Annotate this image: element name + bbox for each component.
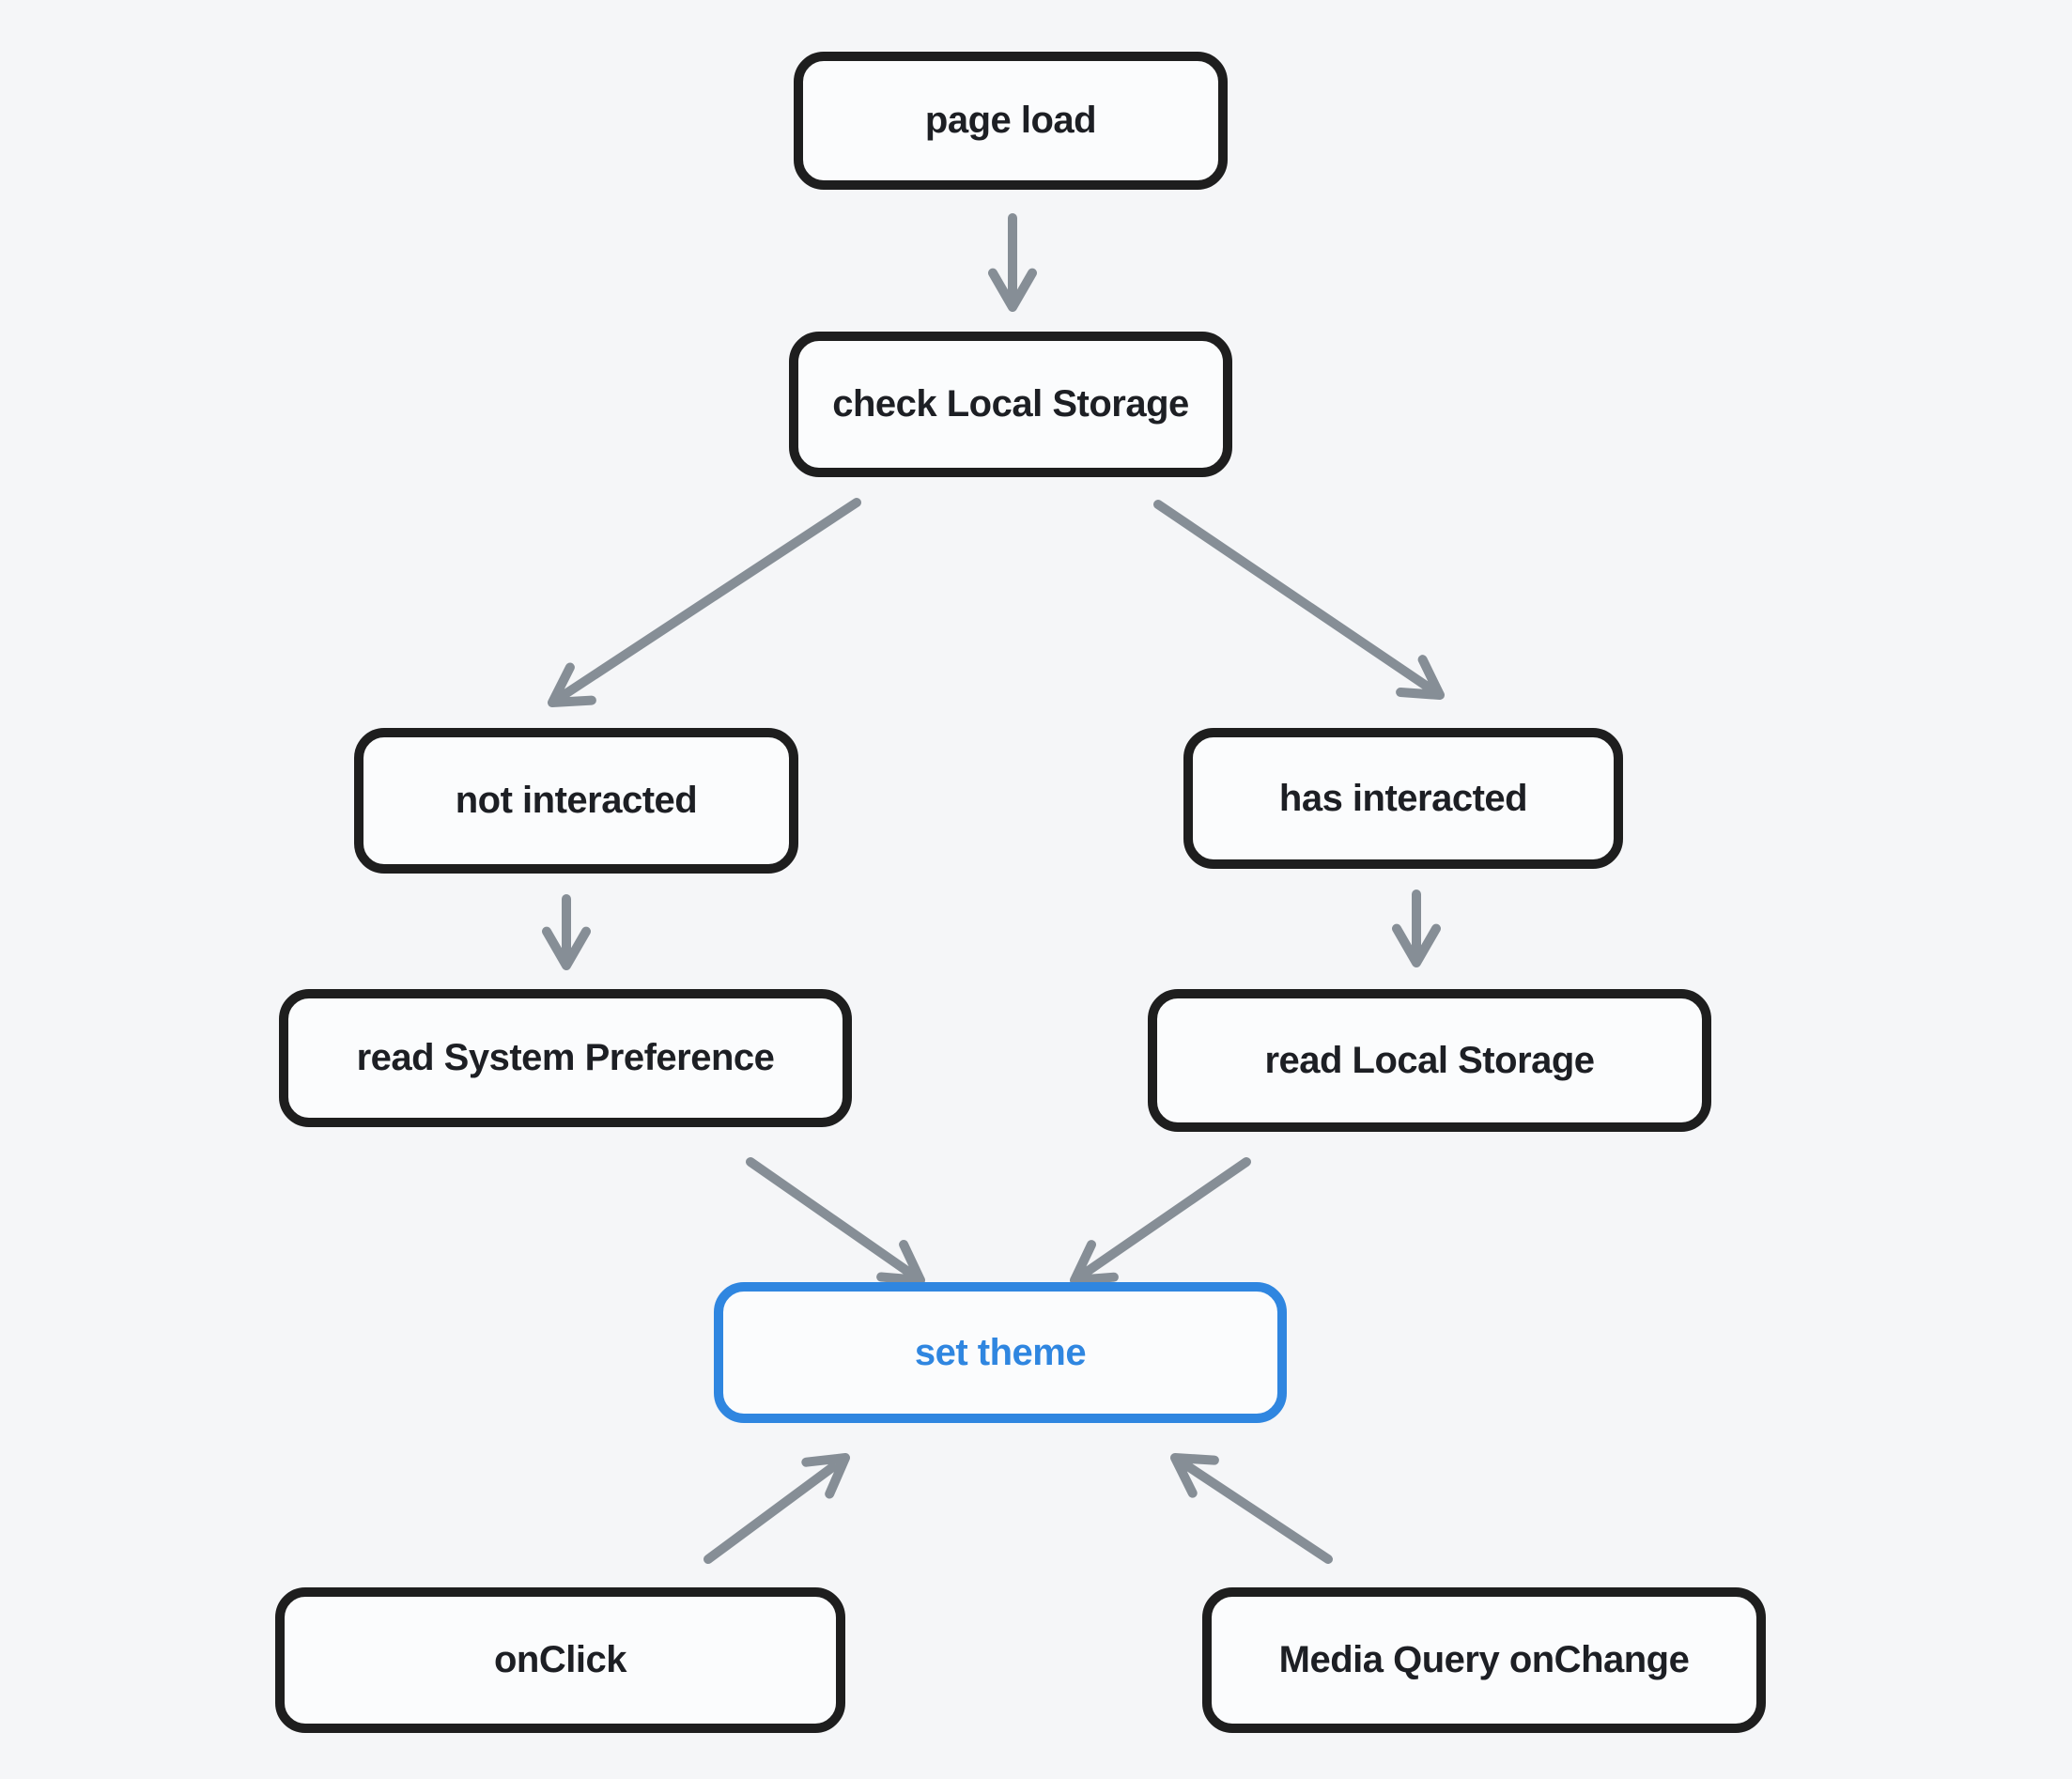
node-read-local-storage: read Local Storage: [1148, 989, 1711, 1132]
arrow-media-query-onchange-to-set-theme: [1170, 1453, 1333, 1564]
arrow-read-local-storage-to-set-theme: [1070, 1157, 1251, 1285]
node-label-read-system-preference: read System Preference: [356, 1037, 775, 1078]
arrow-has-interacted-to-read-local-storage: [1392, 890, 1441, 967]
node-label-page-load: page load: [924, 100, 1097, 141]
arrow-not-interacted-to-read-system-preference: [542, 894, 591, 970]
arrow-onclick-to-set-theme: [704, 1453, 850, 1564]
node-onclick: onClick: [275, 1587, 845, 1733]
node-check-local-storage: check Local Storage: [789, 332, 1232, 477]
node-label-onclick: onClick: [494, 1639, 626, 1680]
node-page-load: page load: [794, 52, 1228, 190]
arrow-read-system-preference-to-set-theme: [746, 1157, 925, 1285]
node-label-read-local-storage: read Local Storage: [1264, 1039, 1595, 1081]
node-label-set-theme: set theme: [914, 1331, 1087, 1373]
arrow-page-load-to-check-local-storage: [988, 213, 1037, 312]
node-label-not-interacted: not interacted: [455, 780, 698, 821]
node-set-theme: set theme: [714, 1282, 1287, 1423]
node-not-interacted: not interacted: [354, 728, 798, 874]
arrow-check-local-storage-to-not-interacted: [548, 498, 861, 707]
arrow-check-local-storage-to-has-interacted: [1153, 500, 1445, 700]
node-read-system-preference: read System Preference: [279, 989, 852, 1127]
node-has-interacted: has interacted: [1183, 728, 1623, 869]
node-label-check-local-storage: check Local Storage: [832, 383, 1189, 425]
node-label-media-query-onchange: Media Query onChange: [1278, 1639, 1690, 1680]
node-label-has-interacted: has interacted: [1278, 777, 1528, 819]
node-media-query-onchange: Media Query onChange: [1202, 1587, 1766, 1733]
